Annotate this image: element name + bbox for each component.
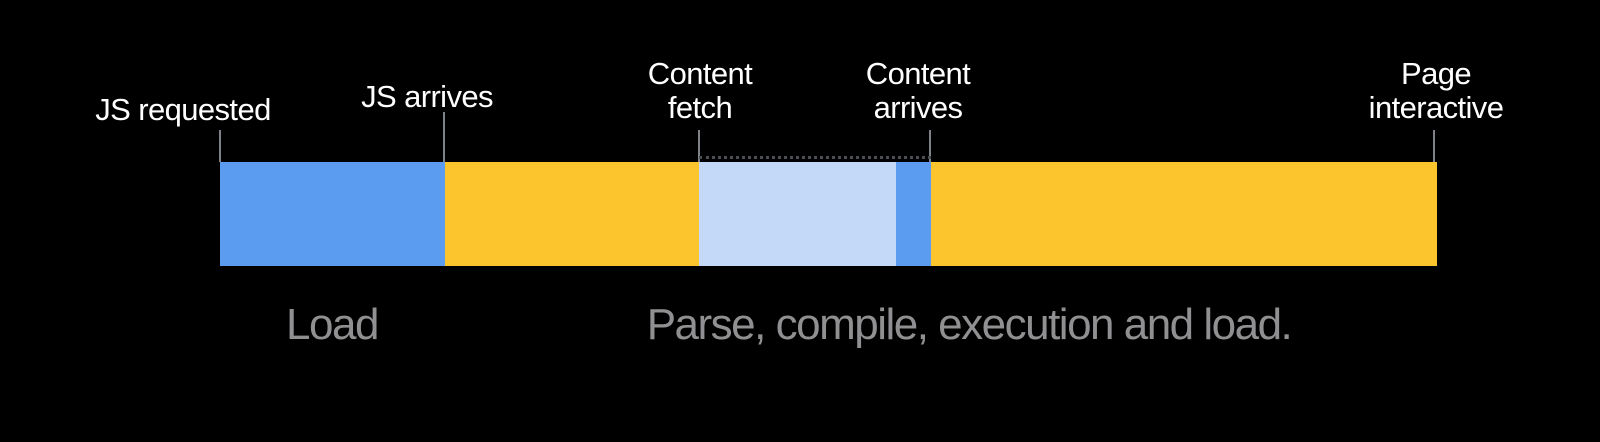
milestone-label-content-arrives: Content arrives: [865, 56, 971, 125]
milestone-label-content-fetch: Content fetch: [647, 56, 753, 125]
segment-content-download: [896, 162, 931, 266]
segment-content-fetch: [699, 162, 896, 266]
segment-js-execution: [931, 162, 1437, 266]
milestone-label-page-interactive: Page interactive: [1369, 57, 1504, 125]
timeline-bar: [220, 162, 1437, 266]
milestone-label-line: arrives: [873, 90, 963, 125]
milestone-label-line: Content: [647, 56, 753, 91]
milestone-label-line: Content: [865, 56, 971, 91]
milestone-label-line: JS requested: [95, 92, 271, 127]
milestone-tick-js-requested: [219, 130, 221, 162]
milestone-label-js-requested: JS requested: [95, 92, 271, 127]
milestone-label-line: interactive: [1368, 90, 1504, 125]
segment-js-processing: [445, 162, 699, 266]
phase-label-load: Load: [286, 300, 379, 349]
milestone-tick-content-fetch: [698, 130, 700, 162]
phase-label-parse: Parse, compile, execution and load.: [646, 300, 1293, 349]
content-fetch-dotted-line: [699, 156, 931, 159]
milestone-tick-content-arrives: [929, 130, 931, 162]
milestone-tick-js-arrives: [443, 112, 445, 162]
milestone-label-line: Page: [1401, 56, 1472, 91]
milestone-label-line: fetch: [667, 90, 733, 125]
segment-js-download: [220, 162, 445, 266]
milestone-label-line: JS arrives: [361, 79, 493, 114]
milestone-tick-page-interactive: [1433, 130, 1435, 162]
milestone-label-js-arrives: JS arrives: [361, 80, 493, 114]
